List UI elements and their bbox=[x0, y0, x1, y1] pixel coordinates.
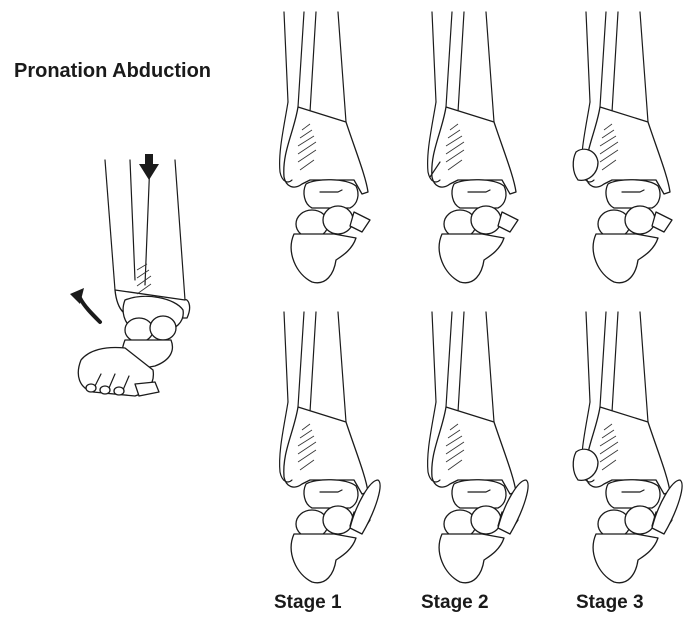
stage-2-lower-ankle bbox=[428, 312, 528, 583]
stage-3-lower-ankle bbox=[573, 312, 682, 583]
foot-overview bbox=[78, 160, 189, 396]
stage-2-upper-ankle bbox=[428, 12, 518, 283]
abduction-arrow-icon bbox=[70, 288, 100, 322]
down-arrow-icon bbox=[139, 154, 159, 180]
stage-3-label: Stage 3 bbox=[576, 592, 644, 614]
stage-1-upper-ankle bbox=[280, 12, 370, 283]
stage-2-label: Stage 2 bbox=[421, 592, 489, 614]
stage-1-label: Stage 1 bbox=[274, 592, 342, 614]
stage-3-upper-ankle bbox=[573, 12, 672, 283]
stage-1-lower-ankle bbox=[280, 312, 380, 583]
